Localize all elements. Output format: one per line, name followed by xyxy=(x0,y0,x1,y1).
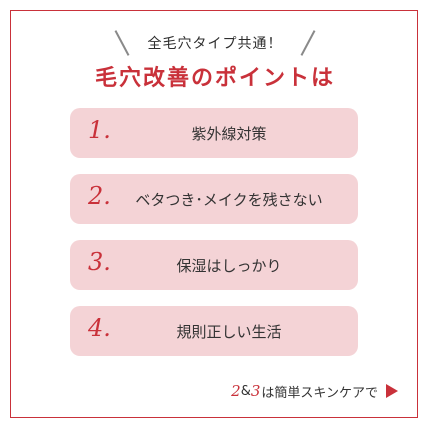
point-card-4: 4. 規則正しい生活 xyxy=(70,306,358,356)
point-number: 4. xyxy=(88,314,111,342)
point-card-1: 1. 紫外線対策 xyxy=(70,108,358,158)
point-label: 規則正しい生活 xyxy=(176,323,282,341)
point-number: 2. xyxy=(88,182,111,210)
border-frame xyxy=(10,10,418,418)
point-label: 保湿はしっかり xyxy=(176,257,282,275)
points-list: 1. 紫外線対策 2. ベタつき･メイクを残さない 3. 保湿はしっかり 4. … xyxy=(70,108,358,372)
point-card-2: 2. ベタつき･メイクを残さない xyxy=(70,174,358,224)
point-card-3: 3. 保湿はしっかり xyxy=(70,240,358,290)
subtitle-container: 全毛穴タイプ共通！ xyxy=(0,30,430,56)
page-title: 毛穴改善のポイントは xyxy=(94,66,335,91)
play-icon[interactable] xyxy=(386,384,398,398)
point-label: 紫外線対策 xyxy=(191,125,267,143)
footer-number-b: 3 xyxy=(250,382,261,400)
point-number: 1. xyxy=(88,116,111,144)
next-page-link[interactable]: 2 & 3 は簡単スキンケアで xyxy=(218,380,398,402)
footer-text: は簡単スキンケアで xyxy=(261,385,378,401)
footer-number-a: 2 xyxy=(231,382,241,400)
subtitle: 全毛穴タイプ共通！ xyxy=(147,36,283,52)
point-label: ベタつき･メイクを残さない xyxy=(135,191,323,209)
footer-ampersand: & xyxy=(240,383,251,399)
point-number: 3. xyxy=(88,248,111,276)
